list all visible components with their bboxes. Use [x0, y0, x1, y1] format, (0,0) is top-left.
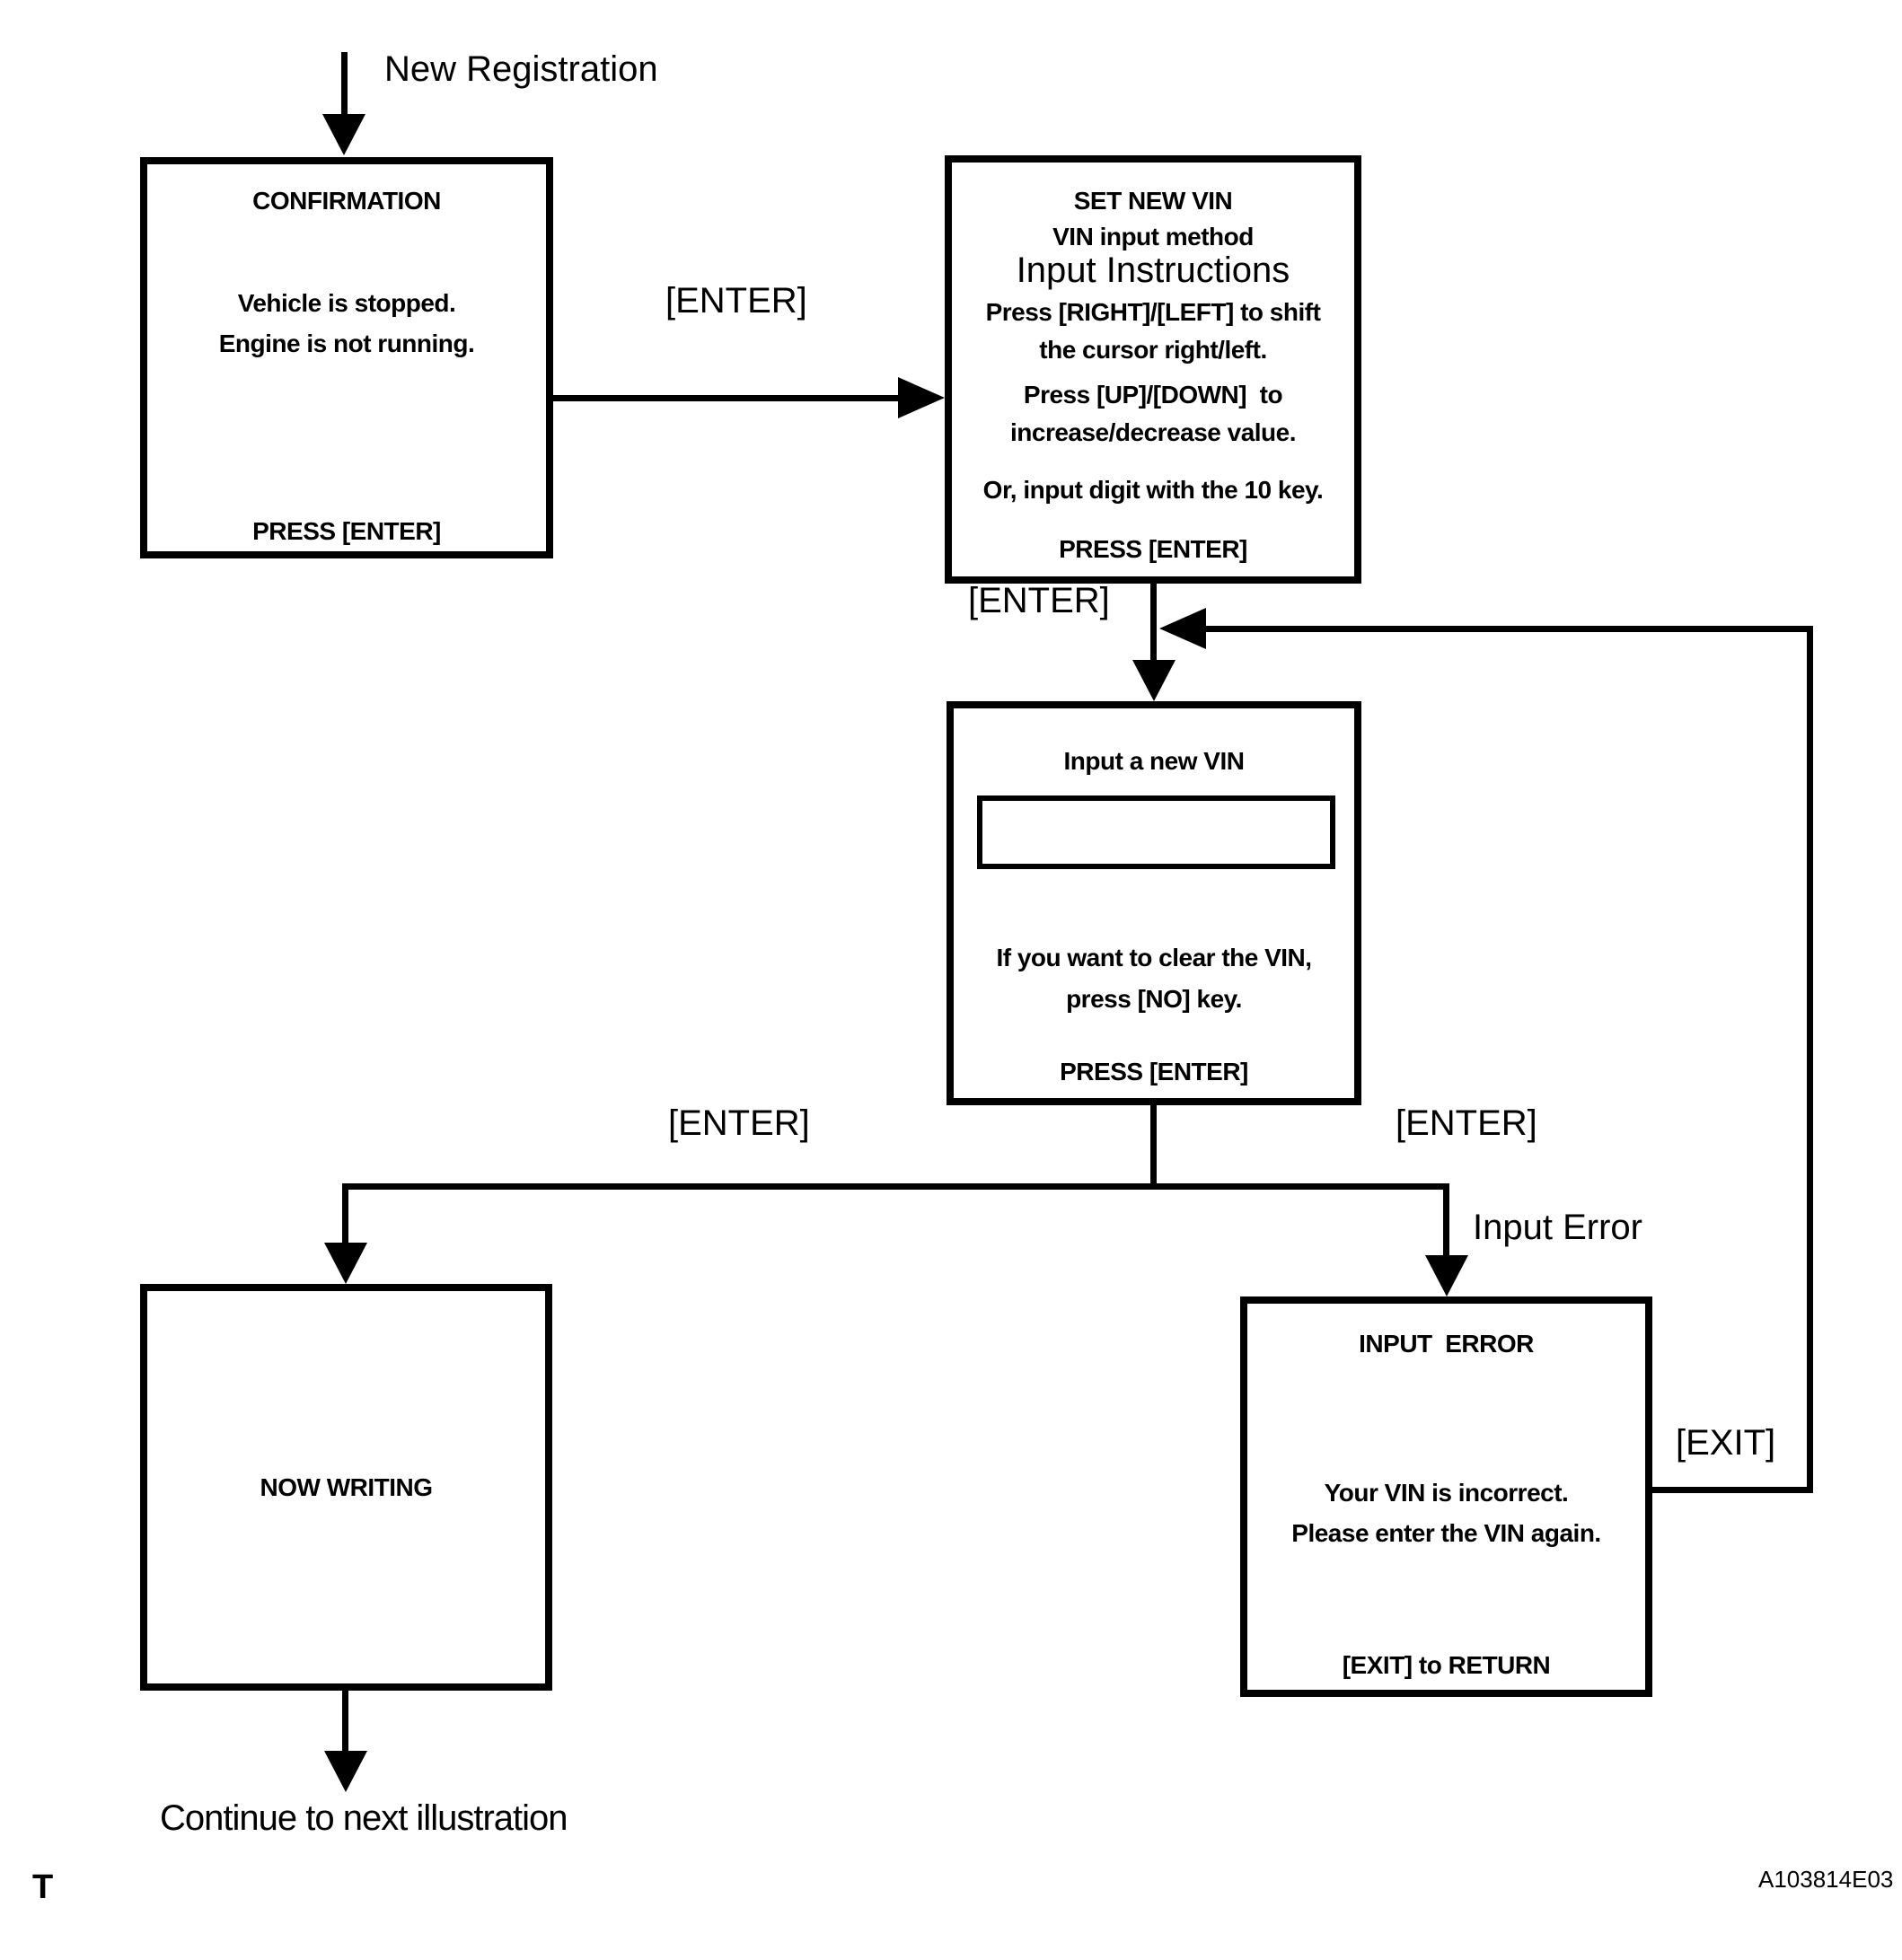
branch-left-arrowhead-icon — [324, 1243, 367, 1284]
input-vin-title: Input a new VIN — [1063, 747, 1245, 775]
loop-return-top-line — [1204, 626, 1813, 632]
vin-entry-field — [977, 795, 1335, 869]
enter-label-right: [ENTER] — [1396, 1103, 1537, 1143]
set-new-vin-line1: Press [RIGHT]/[LEFT] to shift — [985, 298, 1321, 326]
nowwriting-exit-arrowhead-icon — [324, 1751, 367, 1792]
input-error-footer: [EXIT] to RETURN — [1342, 1651, 1551, 1679]
input-error-screen-box: INPUT ERROR Your VIN is incorrect. Pleas… — [1240, 1296, 1652, 1697]
input-vin-screen-box: Input a new VIN If you want to clear the… — [947, 701, 1361, 1105]
setvin-to-inputvin-line — [1150, 584, 1157, 663]
now-writing-title: NOW WRITING — [260, 1472, 433, 1501]
branch-right-arrowhead-icon — [1425, 1255, 1468, 1296]
continue-next-label: Continue to next illustration — [160, 1798, 568, 1838]
confirmation-title: CONFIRMATION — [252, 187, 441, 215]
set-new-vin-title: SET NEW VIN — [1073, 187, 1233, 215]
page-footer-left-mark: T — [32, 1868, 54, 1906]
new-registration-label: New Registration — [384, 49, 658, 89]
enter-label-left: [ENTER] — [668, 1103, 810, 1143]
loop-return-vertical-line — [1807, 626, 1813, 1493]
set-new-vin-line4: increase/decrease value. — [1009, 418, 1297, 446]
set-new-vin-instructions-heading: Input Instructions — [1016, 250, 1290, 290]
set-new-vin-line2: the cursor right/left. — [1039, 336, 1267, 364]
entry-connector-line — [341, 52, 348, 119]
input-error-body: Your VIN is incorrect. Please enter the … — [1291, 1479, 1601, 1547]
loop-return-arrowhead-icon — [1159, 608, 1206, 649]
enter-label-mid: [ENTER] — [968, 581, 1110, 620]
inputvin-branch-stem-line — [1150, 1105, 1157, 1190]
input-error-title: INPUT ERROR — [1359, 1330, 1534, 1358]
exit-label: [EXIT] — [1676, 1423, 1776, 1463]
input-vin-note: If you want to clear the VIN, press [NO]… — [996, 944, 1312, 1013]
confirmation-screen-box: CONFIRMATION Vehicle is stopped. Engine … — [140, 157, 553, 558]
input-vin-footer: PRESS [ENTER] — [1060, 1058, 1248, 1085]
nowwriting-exit-line — [342, 1691, 348, 1752]
confirmation-to-setvin-line — [553, 395, 900, 401]
branch-left-drop-line — [342, 1183, 348, 1244]
now-writing-screen-box: NOW WRITING — [140, 1284, 552, 1691]
input-error-branch-label: Input Error — [1473, 1208, 1642, 1247]
entry-arrowhead-icon — [322, 114, 365, 155]
set-new-vin-line5: Or, input digit with the 10 key. — [982, 476, 1324, 504]
confirmation-to-setvin-arrowhead-icon — [898, 377, 945, 418]
branch-horizontal-line — [342, 1183, 1449, 1190]
confirmation-body: Vehicle is stopped. Engine is not runnin… — [218, 289, 475, 357]
enter-label-top: [ENTER] — [665, 281, 807, 321]
setvin-to-inputvin-arrowhead-icon — [1132, 660, 1176, 701]
set-new-vin-subtitle: VIN input method — [1052, 223, 1254, 250]
exit-connector-line — [1652, 1487, 1813, 1493]
confirmation-footer: PRESS [ENTER] — [252, 517, 441, 545]
figure-code: A103814E03 — [1758, 1866, 1894, 1893]
set-new-vin-footer: PRESS [ENTER] — [1059, 535, 1247, 563]
set-new-vin-screen-box: SET NEW VIN VIN input method Input Instr… — [945, 155, 1361, 584]
set-new-vin-line3: Press [UP]/[DOWN] to — [1023, 381, 1283, 409]
branch-right-drop-line — [1443, 1183, 1449, 1257]
